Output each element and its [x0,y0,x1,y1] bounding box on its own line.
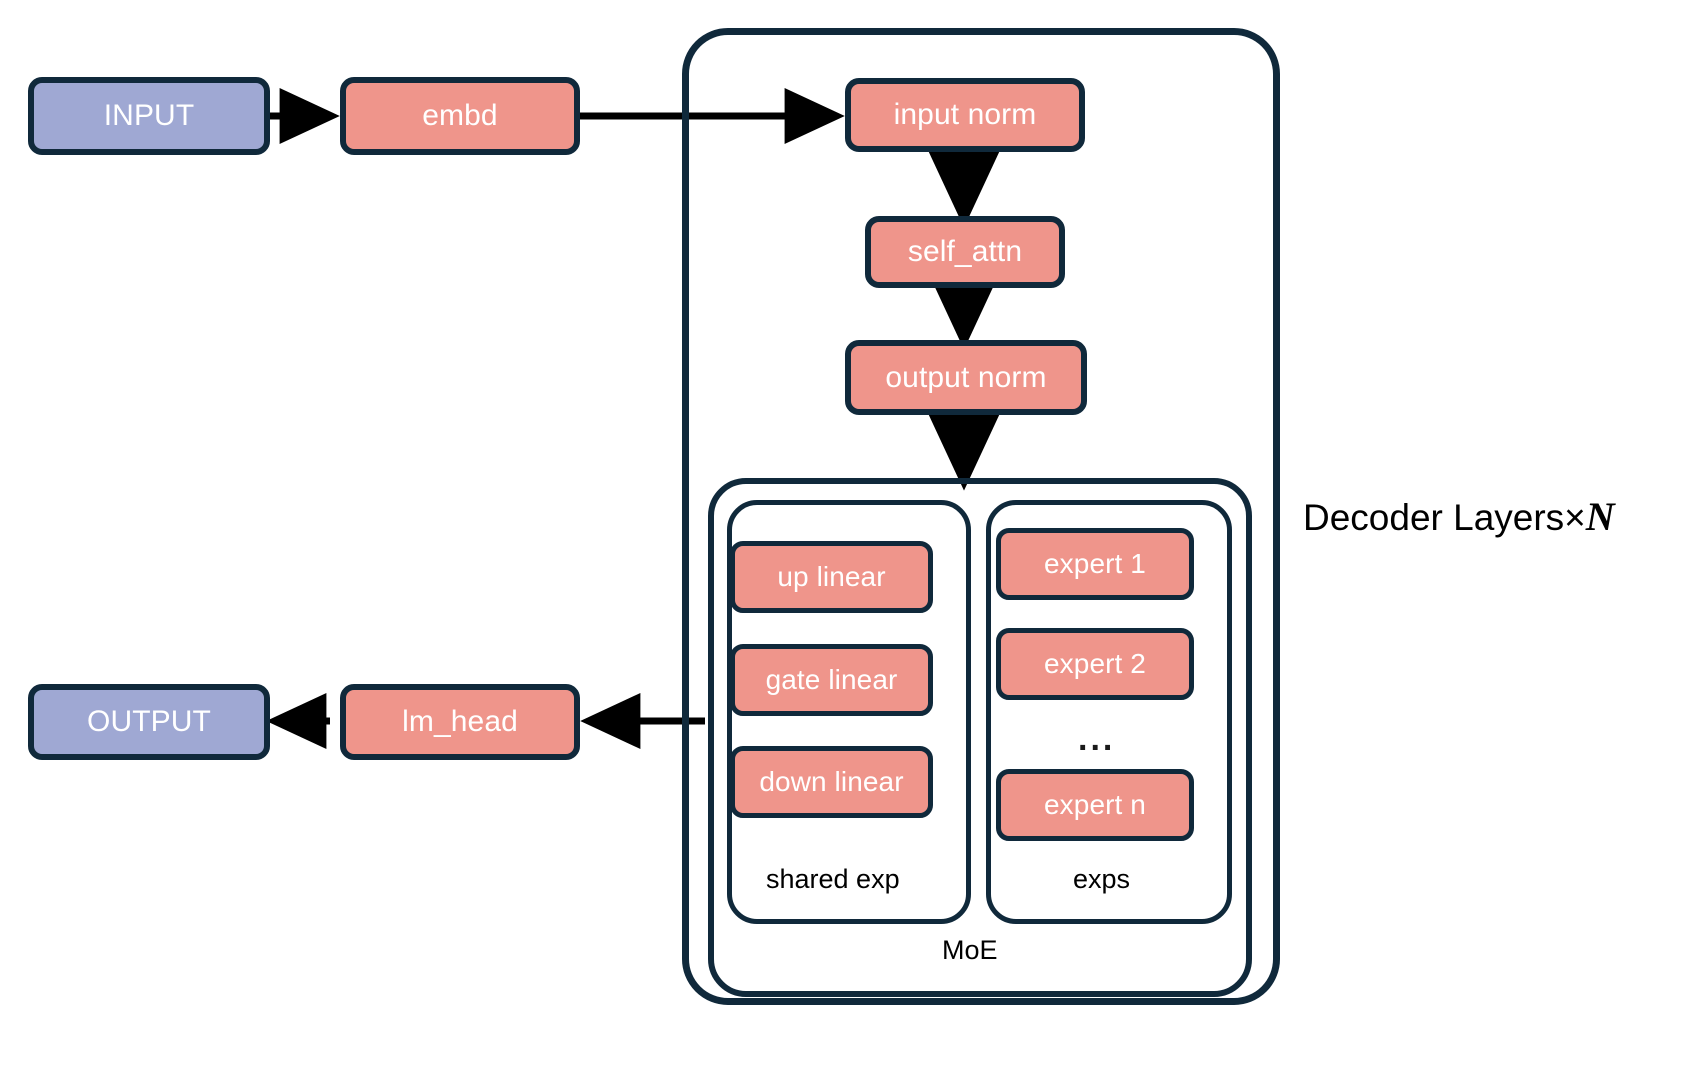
node-input[interactable]: INPUT [28,77,270,155]
moe-frame [708,478,1252,997]
node-lm-head[interactable]: lm_head [340,684,580,760]
node-down-linear-label: down linear [759,766,904,797]
node-output[interactable]: OUTPUT [28,684,270,760]
node-self-attn-label: self_attn [907,235,1023,268]
shared-expert-caption: shared exp [766,864,900,894]
node-expert-1[interactable]: expert 1 [996,528,1194,600]
node-gate-linear[interactable]: gate linear [730,644,933,716]
node-embd-label: embd [422,99,498,132]
decoder-layers-label-var: N [1585,494,1615,539]
node-expert-n[interactable]: expert n [996,769,1194,841]
node-expert-1-label: expert 1 [1044,548,1146,579]
node-up-linear[interactable]: up linear [730,541,933,613]
node-input-label: INPUT [103,99,195,132]
node-expert-n-label: expert n [1044,789,1146,820]
node-embd[interactable]: embd [340,77,580,155]
node-up-linear-label: up linear [777,561,886,592]
node-down-linear[interactable]: down linear [730,746,933,818]
node-output-norm-label: output norm [885,360,1047,394]
node-output-label: OUTPUT [87,705,211,738]
node-self-attn[interactable]: self_attn [865,216,1065,288]
shared-expert-frame [727,500,971,924]
decoder-layers-label: Decoder Layers×N [1303,497,1615,537]
node-input-norm-label: input norm [893,98,1037,131]
node-expert-2[interactable]: expert 2 [996,628,1194,700]
experts-ellipsis: ... [1078,720,1116,758]
moe-caption: MoE [942,935,998,965]
decoder-layers-frame [682,28,1280,1005]
experts-frame [986,500,1232,924]
experts-caption: exps [1073,864,1131,894]
node-gate-linear-label: gate linear [765,664,898,695]
node-output-norm[interactable]: output norm [845,340,1087,415]
node-lm-head-label: lm_head [402,705,518,738]
node-expert-2-label: expert 2 [1044,648,1146,679]
decoder-layers-label-text: Decoder Layers× [1303,497,1586,538]
node-input-norm[interactable]: input norm [845,78,1085,152]
